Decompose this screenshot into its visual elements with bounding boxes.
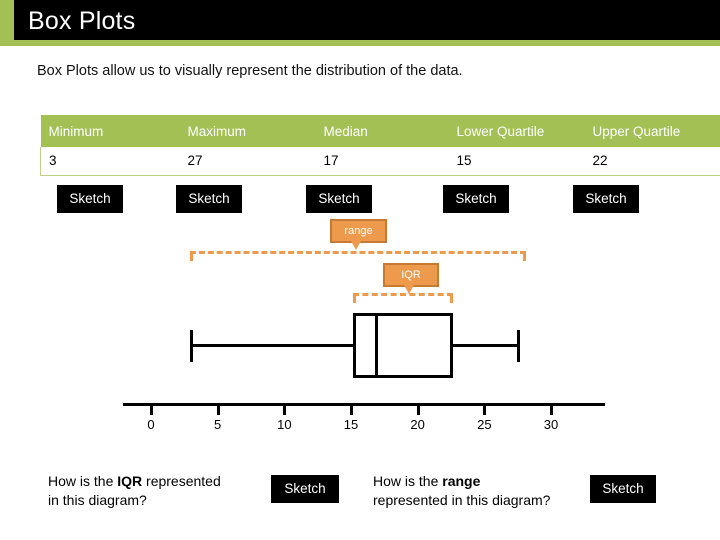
quartile-box <box>353 313 453 378</box>
question-iqr-pre: How is the <box>48 473 118 489</box>
table-cell-minimum: 3 <box>40 147 180 176</box>
axis-tick <box>283 406 287 415</box>
table-cell-median: 17 <box>315 147 449 176</box>
axis-tick-label: 30 <box>543 417 559 432</box>
whisker-left-line <box>190 344 356 347</box>
axis-line <box>123 403 605 406</box>
axis-tick <box>349 406 353 415</box>
question-range-keyword: range <box>442 473 481 489</box>
sketch-button-median[interactable]: Sketch <box>306 185 372 213</box>
axis-tick <box>216 406 220 415</box>
table-row: 3 27 17 15 22 <box>40 147 720 176</box>
range-bracket <box>190 251 526 261</box>
table-header-median: Median <box>315 115 449 147</box>
question-range-pre: How is the <box>373 473 443 489</box>
table-cell-lower-quartile: 15 <box>448 147 585 176</box>
intro-text: Box Plots allow us to visually represent… <box>37 63 463 79</box>
table-header-lower-quartile: Lower Quartile <box>448 115 585 147</box>
table-header-maximum: Maximum <box>179 115 316 147</box>
axis-tick-label: 25 <box>477 417 492 432</box>
question-iqr-post: represented <box>142 473 221 489</box>
axis-tick <box>150 406 153 415</box>
header-accent-left <box>0 0 14 46</box>
sketch-button-maximum[interactable]: Sketch <box>176 185 242 213</box>
header-bar <box>0 0 720 40</box>
table-cell-upper-quartile: 22 <box>584 147 720 176</box>
box-plot-diagram: 0 5 10 15 20 25 30 <box>0 300 720 445</box>
sketch-button-minimum[interactable]: Sketch <box>57 185 123 213</box>
iqr-bracket <box>353 293 453 303</box>
callout-iqr-label: IQR <box>383 263 439 287</box>
axis-tick-label: 20 <box>410 417 425 432</box>
header-accent-underline <box>0 40 720 46</box>
sketch-button-lower-quartile[interactable]: Sketch <box>443 185 509 213</box>
axis-tick <box>483 406 487 415</box>
callout-iqr-tail <box>404 285 414 294</box>
statistics-table: Minimum Maximum Median Lower Quartile Up… <box>40 115 720 176</box>
axis-tick-label: 10 <box>277 417 292 432</box>
axis-tick-label: 15 <box>343 417 359 432</box>
question-range: How is the range represented in this dia… <box>373 472 608 510</box>
page-title: Box Plots <box>28 7 136 35</box>
question-range-line2: represented in this diagram? <box>373 492 551 508</box>
question-iqr-keyword: IQR <box>117 473 143 489</box>
axis-tick-label: 5 <box>214 417 222 432</box>
axis-tick <box>416 406 420 415</box>
question-iqr-line2: in this diagram? <box>48 492 147 508</box>
axis-tick-label: 0 <box>147 417 155 432</box>
question-iqr: How is the IQR represented in this diagr… <box>48 472 268 510</box>
table-header-row: Minimum Maximum Median Lower Quartile Up… <box>40 115 720 147</box>
table-cell-maximum: 27 <box>179 147 316 176</box>
callout-range-label: range <box>330 219 387 243</box>
axis-tick <box>549 406 553 415</box>
whisker-left-cap-minimum <box>190 330 193 362</box>
callout-range-tail <box>351 241 361 250</box>
table-header-minimum: Minimum <box>40 115 180 147</box>
sketch-button-iqr-question[interactable]: Sketch <box>271 475 339 503</box>
whisker-right-line <box>450 344 520 347</box>
sketch-button-range-question[interactable]: Sketch <box>590 475 656 503</box>
table-header-upper-quartile: Upper Quartile <box>584 115 720 147</box>
sketch-button-upper-quartile[interactable]: Sketch <box>573 185 639 213</box>
median-line <box>375 313 378 378</box>
whisker-right-cap-maximum <box>517 330 520 362</box>
